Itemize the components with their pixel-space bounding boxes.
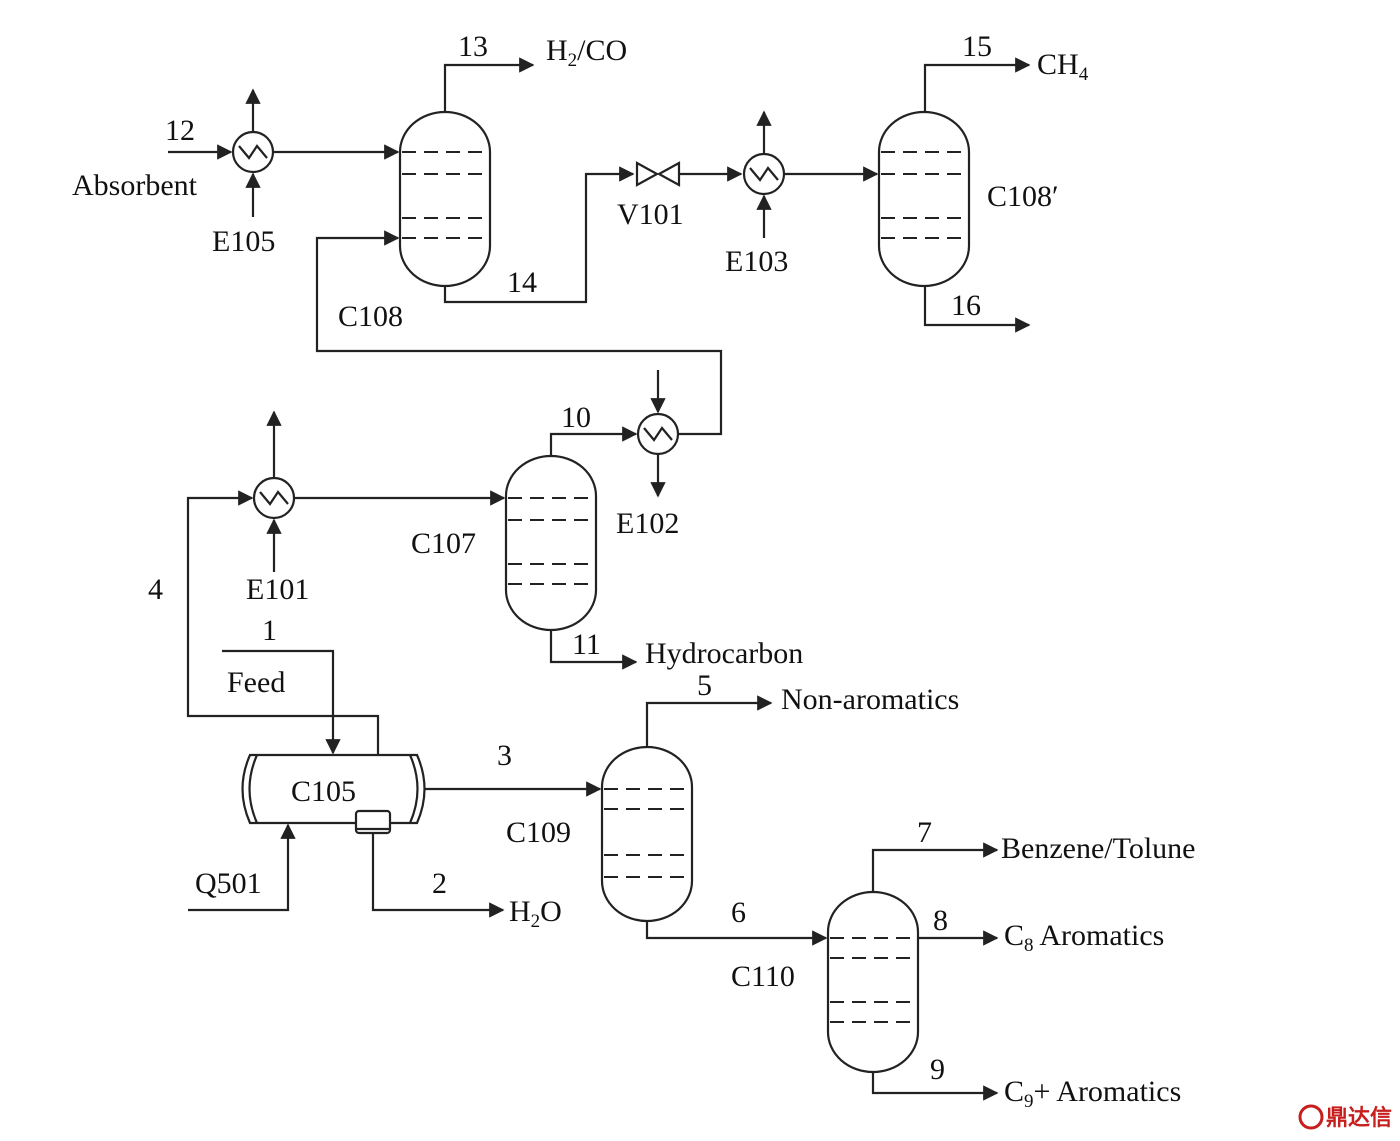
q501-line [188,823,296,912]
c110-label: C110 [731,960,795,993]
stream-6-label: 6 [731,896,746,929]
v101-label: V101 [617,198,684,231]
c107-column [504,454,598,632]
ch4-label: CH4 [1037,48,1089,85]
hydrocarbon-label: Hydrocarbon [645,637,803,670]
e105-heat-exchanger [231,88,275,217]
c9-aromatics-label: C9+ Aromatics [1004,1075,1181,1112]
stream-2-line [371,834,505,918]
stream-11-label: 11 [572,628,601,661]
feed-label: Feed [227,666,285,699]
stream-1-label: 1 [262,614,277,647]
c108-prime-column [877,110,971,288]
stream-14-line [443,166,635,304]
stream-4-label: 4 [148,573,163,606]
c105-label: C105 [291,775,356,808]
c105-drum [241,753,426,835]
stream-9-line [871,1072,999,1101]
c110-column [826,890,920,1074]
absorbent-label: Absorbent [72,169,198,202]
stream-5-label: 5 [697,669,712,702]
stream-15-line [923,57,1031,112]
e101-heat-exchanger [252,410,296,572]
q501-label: Q501 [195,867,262,900]
stream-13-line [443,57,535,112]
stream-13-label: 13 [458,30,488,63]
stream-10-line [549,426,638,456]
h2o-label: H2O [509,895,562,932]
stream-7-line [871,842,999,892]
watermark-logo: 鼎达信 [1298,1104,1392,1131]
c8-aromatics-label: C8 Aromatics [1004,919,1164,956]
stream-16-label: 16 [951,289,981,322]
e102-label: E102 [616,507,679,540]
v101-valve [635,161,681,187]
stream-2-label: 2 [432,867,447,900]
c108-label: C108 [338,300,403,333]
e101-label: E101 [246,573,309,606]
stream-10-label: 10 [561,401,591,434]
stream-7-label: 7 [917,816,932,849]
e103-label: E103 [725,245,788,278]
benzene-tolune-label: Benzene/Tolune [1001,832,1196,865]
stream-5-line [645,695,773,747]
e102-to-c108-line [315,230,723,436]
c108-prime-label: C108′ [987,180,1059,213]
stream-1-line [222,649,341,755]
stream-9-label: 9 [930,1053,945,1086]
e103-heat-exchanger [742,110,786,238]
non-aromatics-label: Non-aromatics [781,683,959,716]
c109-label: C109 [506,816,571,849]
watermark-text: 鼎达信 [1326,1105,1392,1131]
stream-6-line [645,921,828,946]
h2co-label: H2/CO [546,34,627,71]
stream-12-label: 12 [165,114,195,147]
stream-15-label: 15 [962,30,992,63]
c108-column [398,110,492,288]
stream-11-line [549,630,638,670]
e102-heat-exchanger [636,370,680,498]
c109-column [600,745,694,923]
stream-14-label: 14 [507,266,537,299]
stream-4-line [186,490,380,755]
stream-8-label: 8 [933,904,948,937]
stream-16-line [923,286,1031,333]
c107-label: C107 [411,527,476,560]
stream-3-label: 3 [497,739,512,772]
e105-label: E105 [212,225,275,258]
